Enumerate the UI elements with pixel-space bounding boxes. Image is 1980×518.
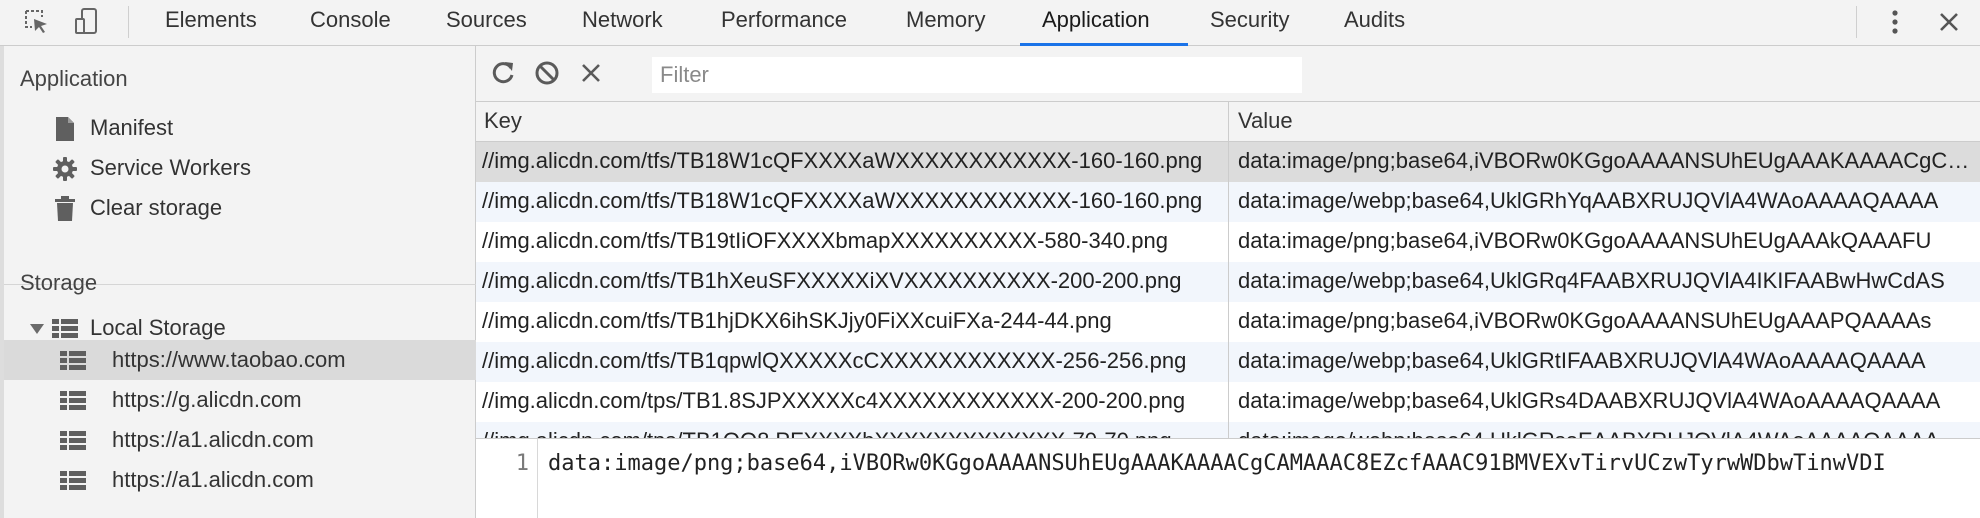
tab-sources[interactable]: Sources (446, 7, 527, 32)
tab-console[interactable]: Console (310, 7, 391, 32)
refresh-icon[interactable] (486, 56, 520, 90)
tab-audits[interactable]: Audits (1344, 7, 1406, 32)
gear-icon (52, 156, 78, 182)
more-options-icon[interactable] (1878, 5, 1912, 39)
key-cell[interactable]: //img.alicdn.com/tfs/TB1hXeuSFXXXXXiXVXX… (482, 268, 1182, 293)
sidebar-item-label: https://a1.alicdn.com (112, 467, 314, 492)
value-cell[interactable]: data:image/webp;base64,UklGRhYqAABXRUJQV… (1238, 188, 1939, 213)
column-header-value[interactable]: Value (1238, 108, 1293, 133)
sidebar-item-label: https://g.alicdn.com (112, 387, 302, 412)
table-icon (60, 428, 86, 454)
sidebar-item-label: Clear storage (90, 195, 223, 220)
sidebar-item-label: Local Storage (90, 315, 226, 340)
column-resizer[interactable] (1228, 102, 1229, 438)
toolbar-separator (1856, 6, 1857, 38)
key-cell[interactable]: //img.alicdn.com/tfs/TB18W1cQFXXXXaWXXXX… (482, 148, 1203, 173)
table-icon (60, 468, 86, 494)
sidebar-item-label: Service Workers (90, 155, 251, 180)
table-icon (60, 348, 86, 374)
toolbar-separator (128, 6, 129, 38)
expand-triangle-icon[interactable] (24, 316, 50, 342)
value-preview-text[interactable]: data:image/png;base64,iVBORw0KGgoAAAANSU… (548, 451, 1886, 476)
sidebar-heading-application: Application (20, 66, 128, 91)
sidebar-item-manifest[interactable]: Manifest (4, 108, 476, 148)
key-cell[interactable]: //img.alicdn.com/tfs/TB18W1cQFXXXXaWXXXX… (482, 188, 1203, 213)
table-icon (60, 388, 86, 414)
tab-performance[interactable]: Performance (721, 7, 847, 32)
filter-input[interactable] (652, 57, 1302, 93)
sidebar-item-origin[interactable]: https://www.taobao.com (4, 340, 476, 380)
sidebar-item-origin[interactable]: https://a1.alicdn.com (4, 420, 476, 460)
storage-toolbar (476, 46, 1980, 102)
trash-icon (52, 196, 78, 222)
clear-all-icon[interactable] (530, 56, 564, 90)
key-cell[interactable]: //img.alicdn.com/tfs/TB19tIiOFXXXXbmapXX… (482, 228, 1168, 253)
key-cell[interactable]: //img.alicdn.com/tfs/TB1qpwlQXXXXXcCXXXX… (482, 348, 1187, 373)
tab-security[interactable]: Security (1210, 7, 1290, 32)
tab-application[interactable]: Application (1042, 7, 1150, 32)
sidebar-item-service-workers[interactable]: Service Workers (4, 148, 476, 188)
tab-network[interactable]: Network (582, 7, 663, 32)
sidebar-item-origin[interactable]: https://g.alicdn.com (4, 380, 476, 420)
application-sidebar: Application Manifest Service Workers (0, 46, 476, 518)
value-preview-pane: 1 data:image/png;base64,iVBORw0KGgoAAAAN… (476, 438, 1980, 518)
local-storage-table: Key Value //img.alicdn.com/tfs/TB18W1cQF… (476, 102, 1980, 438)
line-number: 1 (515, 451, 529, 476)
line-number-gutter: 1 (476, 439, 538, 518)
tab-elements[interactable]: Elements (165, 7, 257, 32)
value-cell[interactable]: data:image/png;base64,iVBORw0KGgoAAAANSU… (1238, 228, 1932, 253)
sidebar-item-clear-storage[interactable]: Clear storage (4, 188, 476, 228)
column-header-key[interactable]: Key (484, 108, 522, 133)
sidebar-item-label: https://www.taobao.com (112, 347, 346, 372)
value-cell[interactable]: data:image/webp;base64,UklGRq4FAABXRUJQV… (1238, 268, 1945, 293)
sidebar-item-label: https://a1.alicdn.com (112, 427, 314, 452)
active-tab-indicator (1020, 43, 1188, 46)
sidebar-divider (4, 284, 476, 285)
key-cell[interactable]: //img.alicdn.com/tps/TB1.8SJPXXXXXc4XXXX… (482, 388, 1186, 413)
device-toolbar-icon[interactable] (70, 5, 104, 39)
devtools-tab-bar: Elements Console Sources Network Perform… (0, 0, 1980, 46)
tab-memory[interactable]: Memory (906, 7, 986, 32)
sidebar-item-label: Manifest (90, 115, 174, 140)
value-cell[interactable]: data:image/png;base64,iVBORw0KGgoAAAANSU… (1238, 308, 1932, 333)
delete-selected-icon[interactable] (574, 56, 608, 90)
document-icon (52, 116, 78, 142)
value-cell[interactable]: data:image/webp;base64,UklGRs4DAABXRUJQV… (1238, 388, 1941, 413)
sidebar-item-origin[interactable]: https://a1.alicdn.com (4, 460, 476, 500)
close-icon[interactable] (1932, 5, 1966, 39)
value-cell[interactable]: data:image/png;base64,iVBORw0KGgoAAAANSU… (1238, 148, 1974, 173)
sidebar-heading-storage: Storage (20, 270, 98, 295)
value-cell[interactable]: data:image/webp;base64,UklGRsoEAABXRUJQV… (1238, 428, 1974, 438)
inspect-element-icon[interactable] (20, 5, 54, 39)
value-cell[interactable]: data:image/webp;base64,UklGRtIFAABXRUJQV… (1238, 348, 1926, 373)
sidebar-item-local-storage[interactable]: Local Storage (4, 308, 476, 348)
key-cell[interactable]: //img.alicdn.com/tps/TB1QO8.PFXXXXbXXXXX… (482, 428, 1220, 438)
key-cell[interactable]: //img.alicdn.com/tfs/TB1hjDKX6ihSKJjy0Fi… (482, 308, 1112, 333)
table-icon (52, 316, 78, 342)
